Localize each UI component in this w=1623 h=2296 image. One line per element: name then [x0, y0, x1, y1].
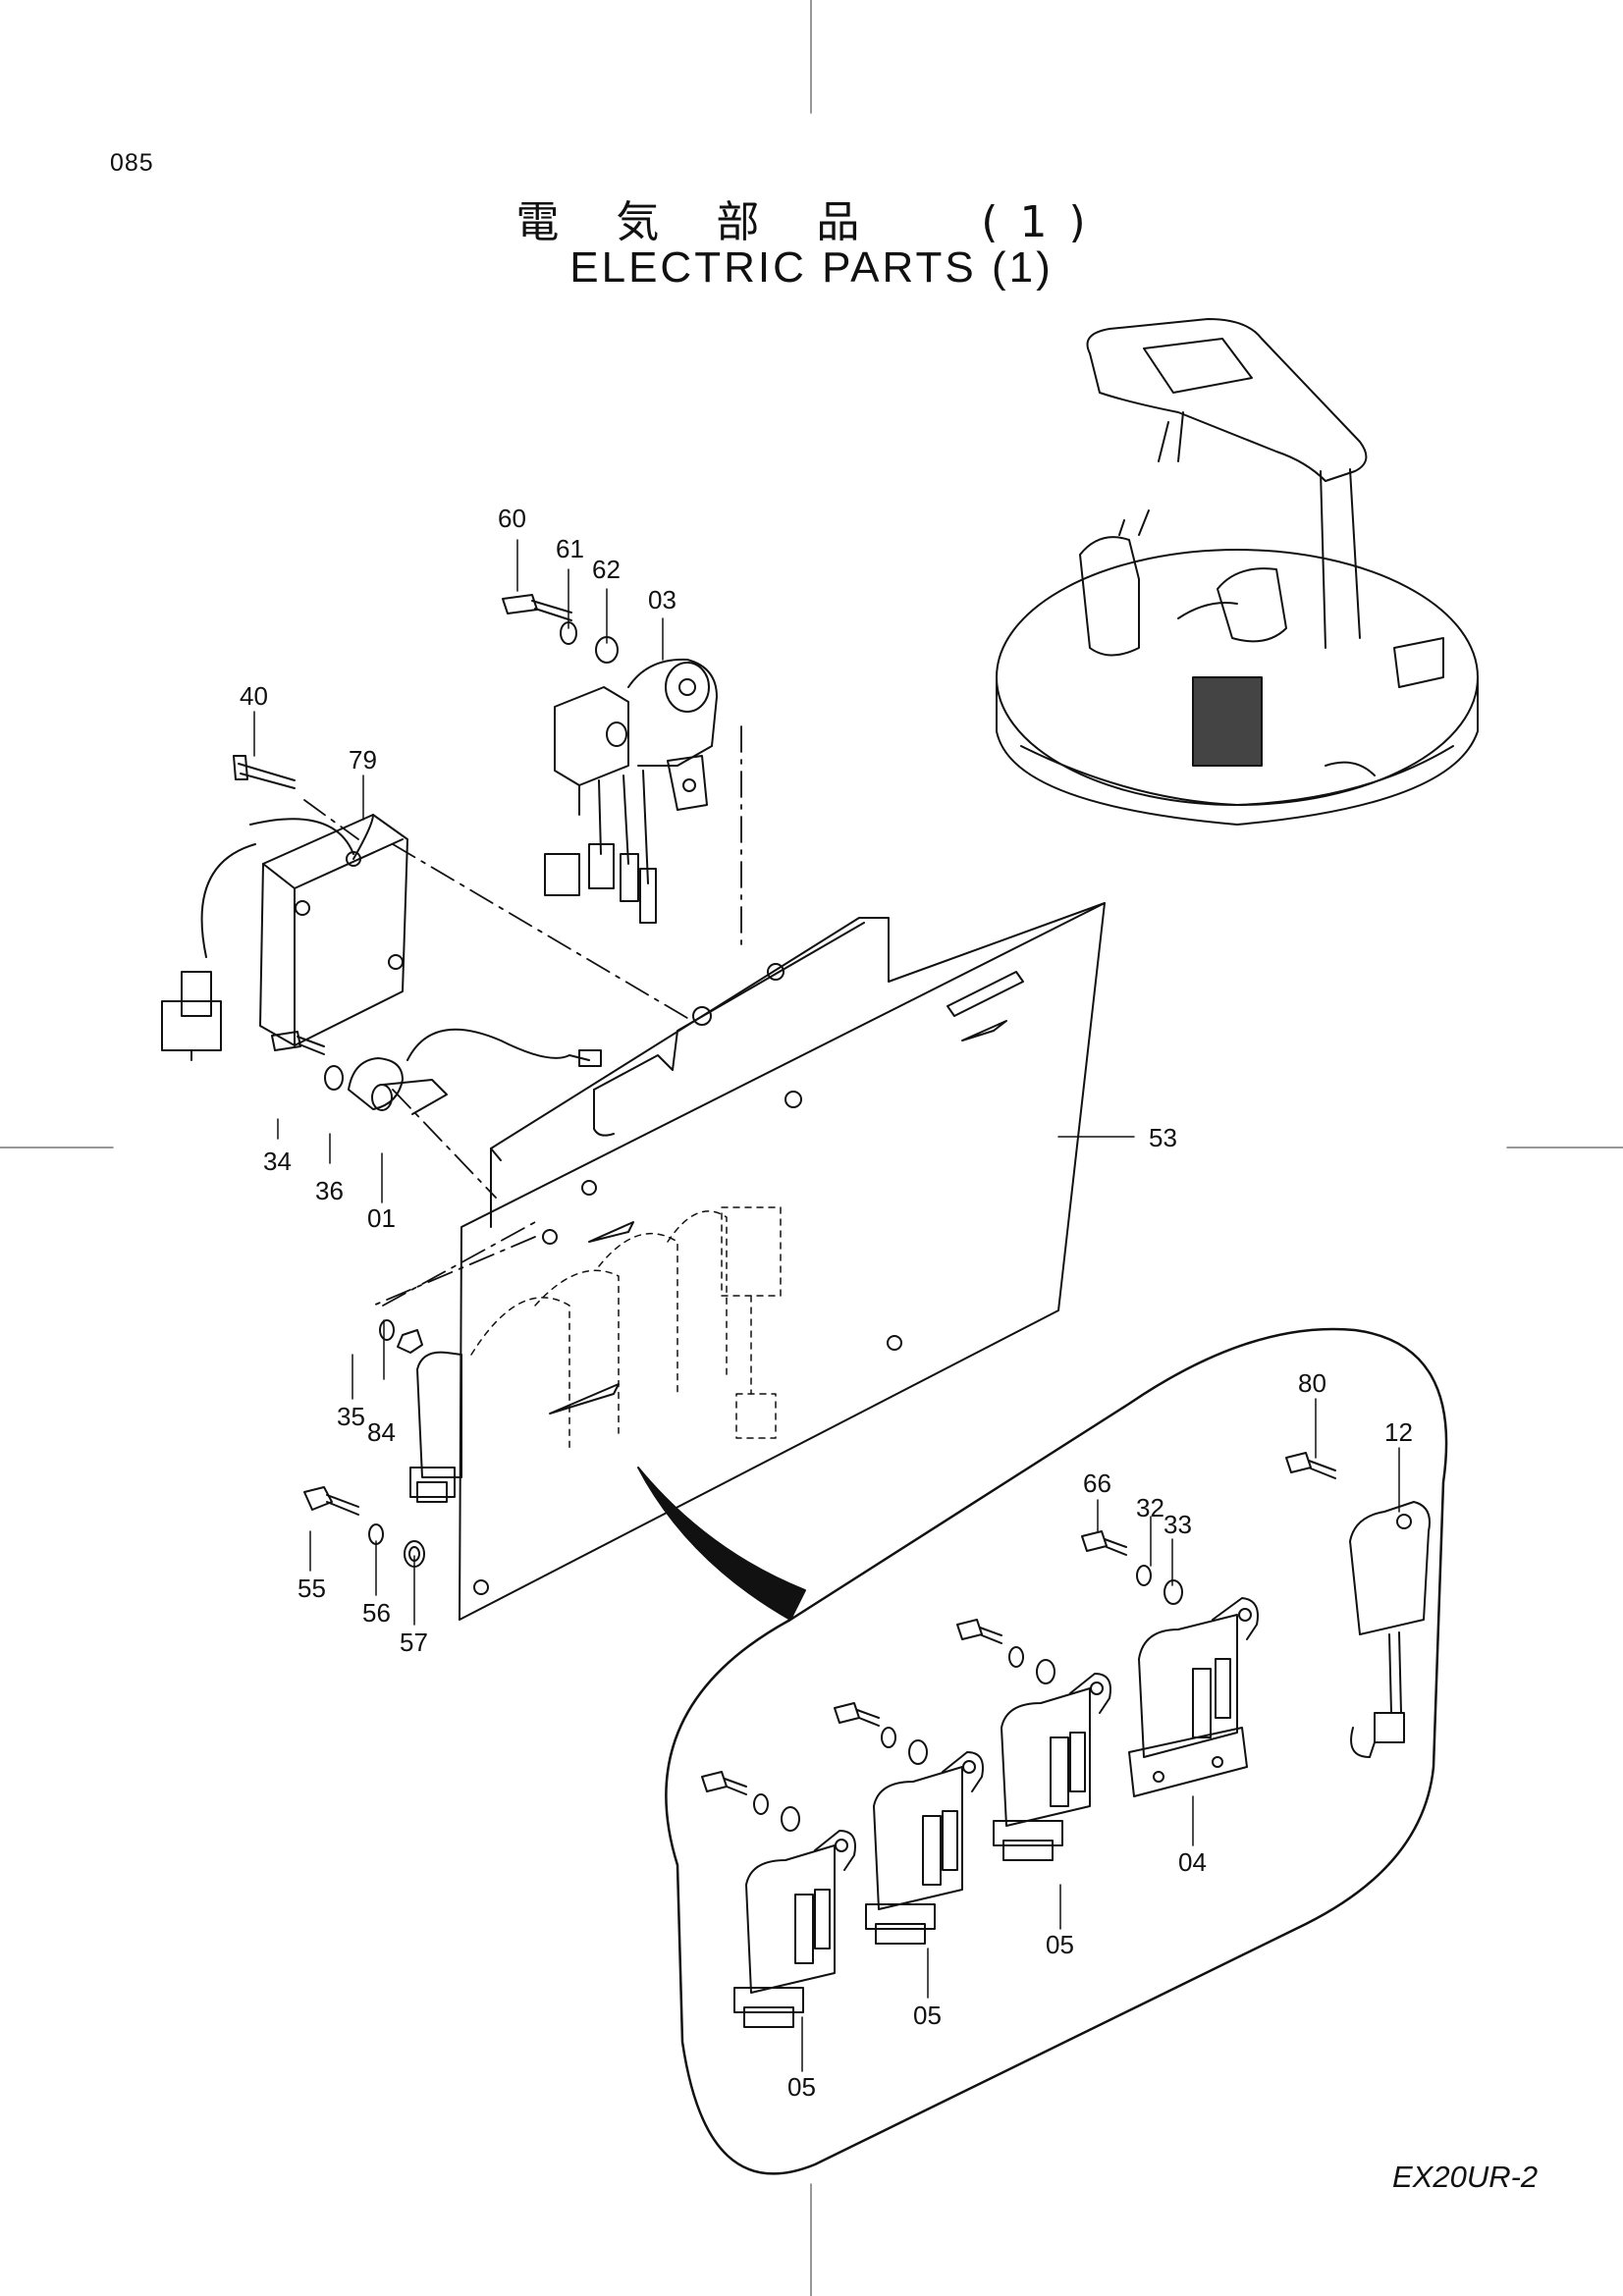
machine-overview-illustration — [996, 318, 1479, 826]
leader-lines — [253, 539, 1400, 2072]
part-79-unit — [161, 755, 408, 1061]
callout-80: 80 — [1298, 1368, 1326, 1398]
title-english: ELECTRIC PARTS (1) — [569, 243, 1054, 292]
callout-40: 40 — [240, 681, 268, 711]
detail-callout-arrow — [637, 1467, 806, 1621]
callout-05-a: 05 — [1046, 1930, 1074, 1959]
callout-61: 61 — [556, 534, 584, 563]
callout-66: 66 — [1083, 1468, 1111, 1498]
callout-62: 62 — [592, 555, 621, 584]
callout-01: 01 — [367, 1203, 396, 1233]
callout-05-b: 05 — [913, 2001, 942, 2030]
relay-01-assembly — [271, 1028, 602, 1115]
relay-05-group — [701, 1619, 1111, 2028]
callout-33: 33 — [1163, 1510, 1192, 1539]
callout-55: 55 — [298, 1574, 326, 1603]
callout-79: 79 — [349, 745, 377, 774]
relay-block-left — [409, 1351, 462, 1503]
part-12-assembly — [1285, 1452, 1431, 1758]
callout-57: 57 — [400, 1628, 428, 1657]
fasteners-left — [303, 1319, 425, 1568]
callout-35: 35 — [337, 1402, 365, 1431]
callout-04: 04 — [1178, 1847, 1207, 1877]
callout-32: 32 — [1136, 1493, 1164, 1522]
callout-36: 36 — [315, 1176, 344, 1205]
page-number: 085 — [110, 149, 154, 177]
callout-05-c: 05 — [787, 2072, 816, 2102]
relay-03-assembly — [502, 594, 718, 924]
callout-03: 03 — [648, 585, 676, 614]
callout-53: 53 — [1149, 1123, 1177, 1152]
callout-12: 12 — [1384, 1417, 1413, 1447]
model-code: EX20UR-2 — [1392, 2160, 1539, 2194]
detail-view-outline — [665, 1327, 1448, 2175]
callout-84: 84 — [367, 1417, 396, 1447]
callout-56: 56 — [362, 1598, 391, 1628]
callout-34: 34 — [263, 1147, 292, 1176]
relay-04-assembly — [1081, 1530, 1259, 1797]
title-japanese: 電 気 部 品 (1) — [515, 197, 1108, 247]
main-panel-plate-53 — [459, 902, 1106, 1621]
callout-labels: 60 61 62 03 40 79 53 34 36 01 35 84 55 5… — [240, 504, 1413, 2102]
callout-60: 60 — [498, 504, 526, 533]
assembly-lines — [303, 725, 742, 1307]
